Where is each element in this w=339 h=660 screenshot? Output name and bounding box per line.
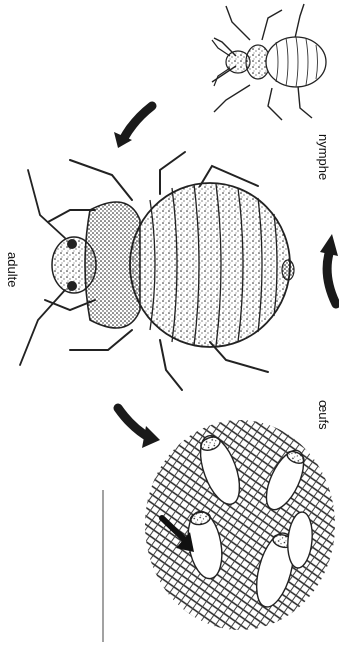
adult-illustration	[20, 152, 294, 390]
arrow-nymph-to-adult-icon	[114, 106, 152, 148]
nymph-label: nymphe	[316, 134, 331, 180]
eggs-illustration	[145, 420, 335, 630]
arrow-eggs-to-nymph-icon	[320, 234, 338, 304]
arrow-adult-to-eggs-icon	[118, 408, 160, 448]
adult-label: adulte	[5, 252, 20, 287]
eggs-label: œufs	[316, 400, 331, 430]
nymph-illustration	[212, 4, 326, 120]
